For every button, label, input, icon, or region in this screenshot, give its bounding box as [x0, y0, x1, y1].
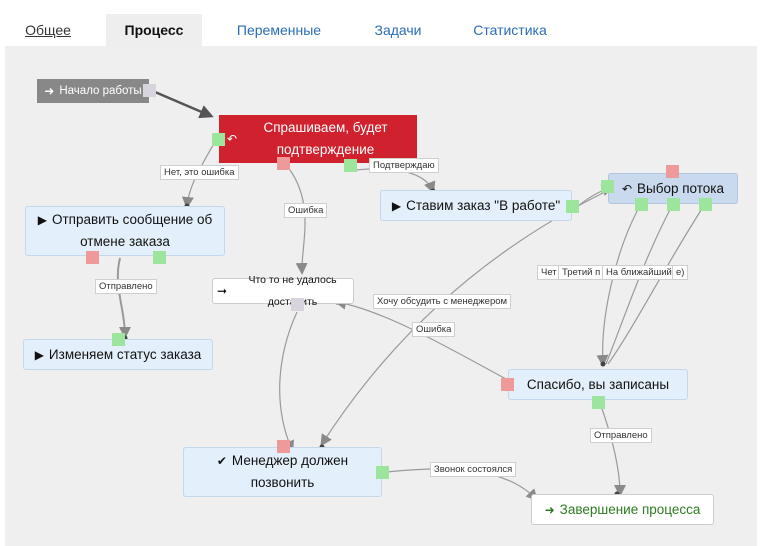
ask-port-error[interactable]: [277, 157, 290, 170]
edge-label-confirm: Подтверждаю: [369, 158, 439, 173]
edge-label-thursday: Чет: [537, 265, 561, 280]
manager-call-node[interactable]: ✔ Менеджер должен позвонить: [183, 447, 382, 497]
edge-ask-failed: [289, 169, 308, 275]
thanks-registered-node[interactable]: Спасибо, вы записаны: [508, 369, 688, 400]
play-icon: ▶: [37, 213, 47, 227]
edge-failed-manager: [279, 311, 298, 453]
ask-port-no[interactable]: [212, 133, 225, 146]
tab-statistics[interactable]: Статистика: [473, 22, 547, 38]
tab-general[interactable]: Общее: [25, 22, 71, 38]
process-canvas[interactable]: ➜ Начало работы ↶ Спрашиваем, будет подт…: [5, 46, 757, 546]
start-port[interactable]: [143, 84, 156, 97]
manager-port-red[interactable]: [277, 440, 290, 453]
edge-label-nearest: На ближайший: [602, 265, 676, 280]
reply-icon: ↶: [227, 132, 238, 146]
cancel-port-red[interactable]: [86, 251, 99, 264]
edge-label-call-done: Звонок состоялся: [430, 462, 517, 477]
manager-call-label: Менеджер должен позвонить: [231, 453, 349, 490]
ask-port-confirm[interactable]: [344, 159, 357, 172]
tab-variables[interactable]: Переменные: [236, 22, 322, 38]
edge-cancel-change: [116, 257, 131, 339]
cancel-port-green[interactable]: [153, 251, 166, 264]
tab-process[interactable]: Процесс: [106, 14, 202, 46]
edge-label-sent-1: Отправлено: [95, 279, 157, 294]
finish-process-label: Завершение процесса: [559, 501, 701, 517]
choice-port-in[interactable]: [601, 180, 614, 193]
choose-flow-label: Выбор потока: [637, 180, 725, 196]
check-icon: ✔: [216, 454, 227, 468]
choice-port-1[interactable]: [635, 198, 648, 211]
thanks-port-green[interactable]: [592, 396, 605, 409]
start-node[interactable]: ➜ Начало работы: [37, 79, 149, 103]
sign-in-icon: ➜: [44, 84, 55, 98]
edge-label-discuss: Хочу обсудить с менеджером: [373, 294, 512, 309]
choice-port-3[interactable]: [699, 198, 712, 211]
play-icon: ▶: [391, 198, 402, 213]
thanks-port-red[interactable]: [501, 378, 514, 391]
change-status-label: Изменяем статус заказа: [48, 346, 202, 362]
choice-port-2[interactable]: [667, 198, 680, 211]
edge-choice-thanks-3: [607, 203, 706, 365]
edge-choice-manager: [320, 191, 606, 447]
edge-choice-thanks-2: [605, 203, 674, 365]
failed-port[interactable]: [291, 298, 304, 311]
edge-label-third: Третий п: [558, 265, 605, 280]
manager-port-green[interactable]: [376, 466, 389, 479]
finish-process-node[interactable]: ➜ Завершение процесса: [531, 494, 714, 525]
arrow-right-icon: ➞: [217, 284, 228, 298]
edge-choice-thanks-1: [596, 203, 642, 367]
set-in-work-port[interactable]: [566, 200, 579, 213]
set-in-work-node[interactable]: ▶ Ставим заказ "В работе": [380, 190, 572, 221]
ask-confirmation-node[interactable]: ↶ Спрашиваем, будет подтверждение: [219, 115, 417, 163]
set-in-work-label: Ставим заказ "В работе": [406, 197, 561, 213]
change-status-port[interactable]: [112, 333, 125, 346]
reply-icon: ↶: [621, 181, 633, 196]
edge-label-error-1: Ошибка: [284, 203, 328, 218]
play-icon: ▶: [34, 347, 44, 362]
edge-label-paren: е): [672, 265, 689, 280]
edge-start-ask: [154, 90, 214, 119]
delivery-failed-node[interactable]: ➞ Что то не удалось доставить: [212, 274, 354, 308]
ask-confirmation-label: Спрашиваем, будет подтверждение: [263, 120, 388, 157]
start-node-label: Начало работы: [59, 85, 142, 97]
send-cancel-message-node[interactable]: ▶ Отправить сообщение об отмене заказа: [25, 206, 225, 256]
tab-bar: Общее Процесс Переменные Задачи Статисти…: [0, 14, 760, 46]
choice-port-red[interactable]: [666, 165, 679, 178]
edge-label-error-2: Ошибка: [412, 322, 456, 337]
edge-label-no-mistake: Нет, это ошибка: [160, 165, 239, 180]
sign-out-icon: ➜: [544, 502, 555, 517]
edge-thanks-failed: [334, 297, 507, 380]
thanks-registered-label: Спасибо, вы записаны: [526, 376, 670, 392]
send-cancel-message-label: Отправить сообщение об отмене заказа: [51, 212, 213, 249]
edge-label-sent-2: Отправлено: [590, 428, 652, 443]
tab-tasks[interactable]: Задачи: [374, 22, 422, 38]
edge-thanks-finish: [599, 402, 626, 497]
